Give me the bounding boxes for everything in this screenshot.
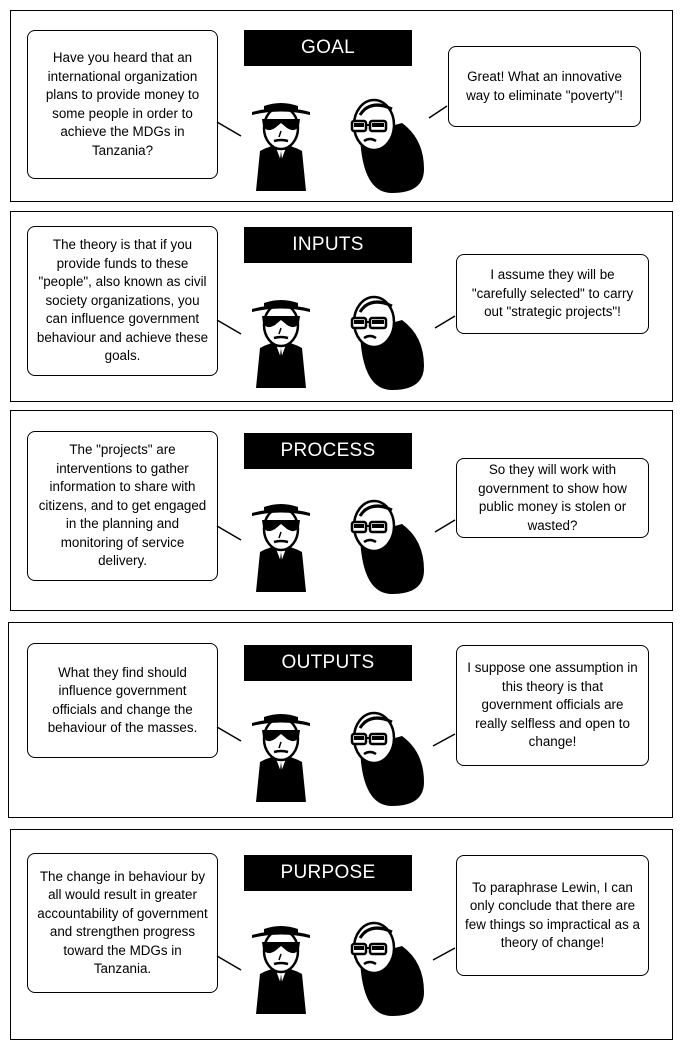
speech-tail [432, 733, 456, 747]
bubble-text: The change in behaviour by all would res… [37, 868, 208, 977]
speech-tail [434, 315, 456, 329]
speech-tail [216, 955, 242, 971]
spy-figure-icon [252, 300, 310, 388]
spy-figure-icon [252, 504, 310, 592]
panel-title: INPUTS [244, 227, 412, 263]
skeptic-figure-icon [350, 98, 424, 193]
bubble-text: The "projects" are interventions to gath… [38, 442, 207, 569]
spy-figure-icon [252, 103, 310, 191]
bubble-text: The theory is that if you provide funds … [36, 237, 209, 364]
speech-bubble-left: The "projects" are interventions to gath… [27, 431, 218, 581]
speech-bubble-left: What they find should influence governme… [27, 643, 218, 758]
speech-bubble-left: Have you heard that an international org… [27, 30, 218, 179]
panel-title: GOAL [244, 30, 412, 66]
speech-tail [428, 105, 448, 119]
bubble-text: Have you heard that an international org… [45, 50, 200, 158]
skeptic-figure-icon [350, 711, 424, 806]
panel-title: OUTPUTS [244, 645, 412, 681]
speech-bubble-right: So they will work with government to sho… [456, 458, 649, 538]
speech-tail [216, 319, 242, 335]
bubble-text: I suppose one assumption in this theory … [467, 660, 638, 750]
speech-bubble-left: The theory is that if you provide funds … [27, 226, 218, 376]
bubble-text: I assume they will be "carefully selecte… [471, 267, 634, 320]
speech-tail [216, 726, 242, 742]
speech-tail [434, 519, 456, 533]
panel-title: PROCESS [244, 433, 412, 469]
panel-title: PURPOSE [244, 855, 412, 891]
speech-bubble-right: To paraphrase Lewin, I can only conclude… [456, 855, 649, 976]
speech-tail [432, 947, 456, 961]
speech-bubble-left: The change in behaviour by all would res… [27, 853, 218, 993]
spy-figure-icon [252, 926, 310, 1014]
speech-bubble-right: I assume they will be "carefully selecte… [456, 254, 649, 334]
skeptic-figure-icon [350, 295, 424, 390]
speech-bubble-right: Great! What an innovative way to elimina… [448, 46, 641, 127]
speech-bubble-right: I suppose one assumption in this theory … [456, 645, 649, 766]
skeptic-figure-icon [350, 499, 424, 594]
speech-tail [216, 525, 242, 541]
bubble-text: To paraphrase Lewin, I can only conclude… [465, 879, 640, 951]
bubble-text: What they find should influence governme… [47, 664, 198, 736]
speech-tail [216, 121, 242, 137]
bubble-text: Great! What an innovative way to elimina… [466, 69, 623, 103]
skeptic-figure-icon [350, 921, 424, 1016]
bubble-text: So they will work with government to sho… [478, 462, 627, 533]
spy-figure-icon [252, 714, 310, 802]
